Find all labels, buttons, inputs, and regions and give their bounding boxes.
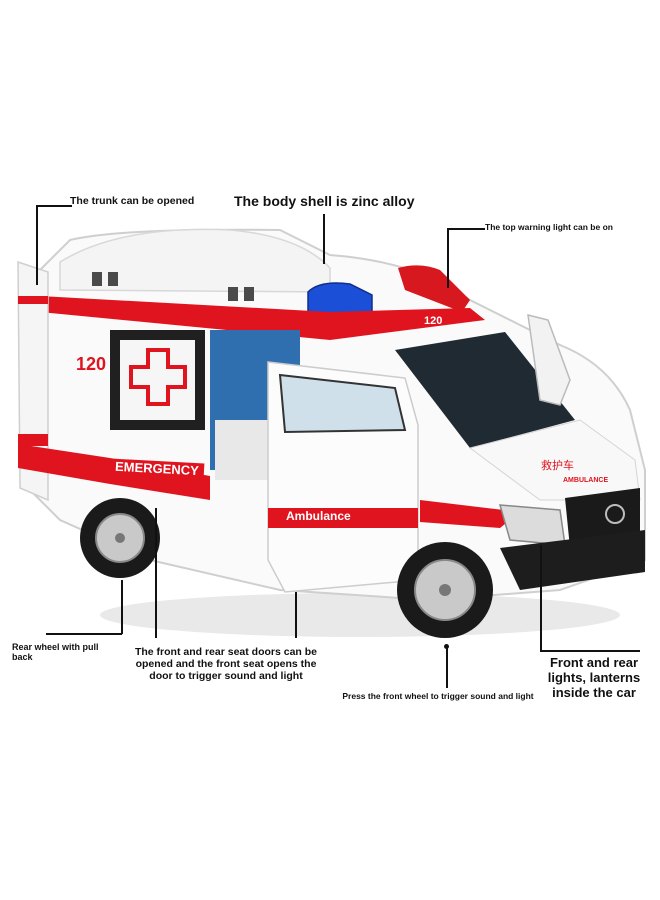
red-cross [129, 348, 187, 406]
front-door-window [278, 373, 407, 434]
roof-vent [244, 287, 254, 301]
callout-front-wheel: Press the front wheel to trigger sound a… [342, 691, 534, 701]
number-side: 120 [76, 354, 107, 374]
warning-light-leader-horizontal [447, 228, 485, 230]
ground-shadow [100, 593, 620, 637]
callout-trunk: The trunk can be opened [70, 195, 195, 207]
warning-light-leader-vertical [447, 228, 449, 288]
callout-rear-wheel: Rear wheel with pull back [12, 642, 99, 663]
red-warning-light [398, 265, 470, 312]
lights-leader-vertical [540, 545, 542, 650]
doors-leader [155, 508, 157, 638]
rear-door-stripe-low [18, 434, 48, 446]
hood-text-cn: 救护车 [541, 460, 574, 472]
upper-red-stripe [40, 296, 485, 340]
roof-bulge [59, 228, 331, 293]
hood [468, 419, 641, 501]
side-mirror [527, 314, 571, 406]
doors-leader-2 [295, 592, 297, 638]
headlight [498, 504, 566, 546]
trunk-leader-vertical [36, 205, 38, 285]
front-red-stripe [420, 500, 520, 528]
roof-vent [92, 272, 102, 286]
callout-body-shell: The body shell is zinc alloy [234, 193, 415, 209]
rear-wheel-leader-horizontal [46, 633, 122, 635]
roof-vent [108, 272, 118, 286]
callout-doors: The front and rear seat doors can be ope… [134, 646, 318, 683]
trunk-leader-horizontal [36, 205, 72, 207]
lights-leader-horizontal [540, 650, 640, 652]
door-text-ambulance: Ambulance [286, 509, 351, 523]
front-wheel-leader [446, 646, 448, 688]
rear-door-stripe [18, 296, 48, 304]
callout-warning-light: The top warning light can be on [485, 222, 613, 232]
number-front: 120 [424, 315, 443, 327]
body-shell-leader [323, 214, 325, 264]
windshield [395, 332, 575, 448]
door-red-stripe [268, 508, 418, 528]
callout-lights: Front and rear lights, lanterns inside t… [547, 655, 641, 700]
front-bumper [500, 530, 645, 590]
hood-text-en: AMBULANCE [563, 477, 609, 484]
badge [605, 504, 625, 524]
rear-wheel-leader-vertical [121, 580, 123, 634]
roof-vent [228, 287, 238, 301]
